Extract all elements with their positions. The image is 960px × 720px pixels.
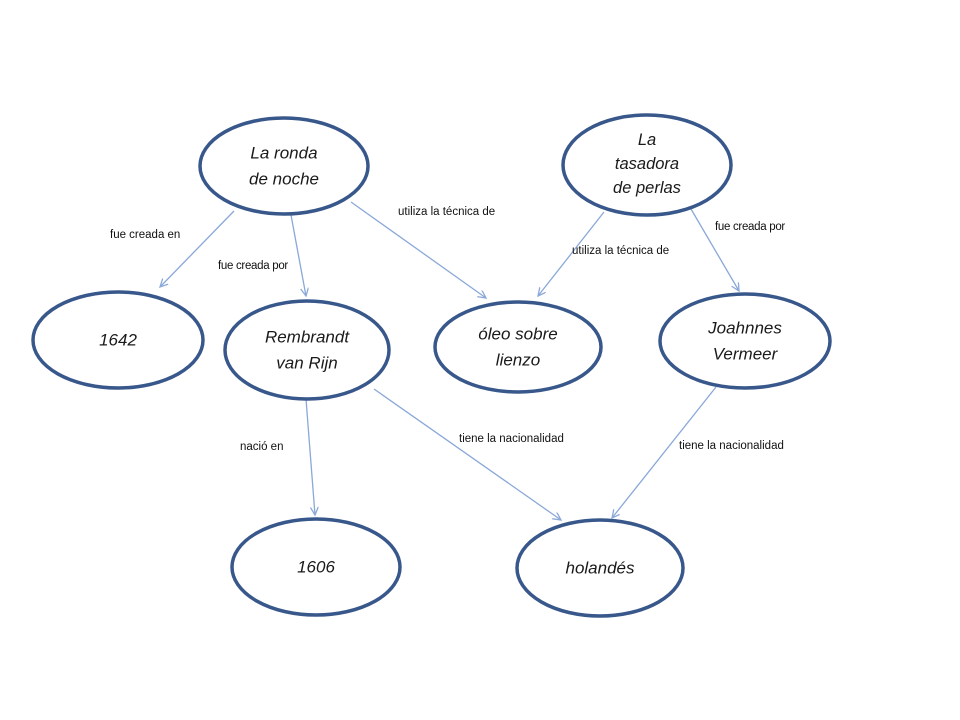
edge-tasadora-to-oleo — [538, 211, 605, 296]
edge-rembrandt-to-holandes — [373, 388, 561, 520]
node-ellipse-joahnnes-vermeer — [658, 292, 832, 390]
edge-tasadora-to-vermeer — [690, 208, 739, 291]
edge-vermeer-to-holandes — [612, 386, 717, 518]
node-ellipse-oleo-sobre-lienzo — [433, 300, 603, 394]
edge-ronda-to-1642 — [160, 210, 235, 287]
node-ellipse-rembrandt-van-rijn — [223, 299, 391, 401]
node-ellipse-1642 — [31, 290, 205, 390]
node-ellipse-la-tasadora-de-perlas — [561, 113, 733, 217]
node-ellipse-1606 — [230, 517, 402, 617]
edge-rembrandt-to-1606 — [305, 398, 315, 515]
node-ellipse-la-ronda-de-noche — [198, 116, 370, 216]
node-ellipse-holandes — [515, 518, 685, 618]
edge-ronda-to-oleo — [350, 201, 486, 298]
edge-ronda-to-rembrandt — [290, 214, 306, 296]
